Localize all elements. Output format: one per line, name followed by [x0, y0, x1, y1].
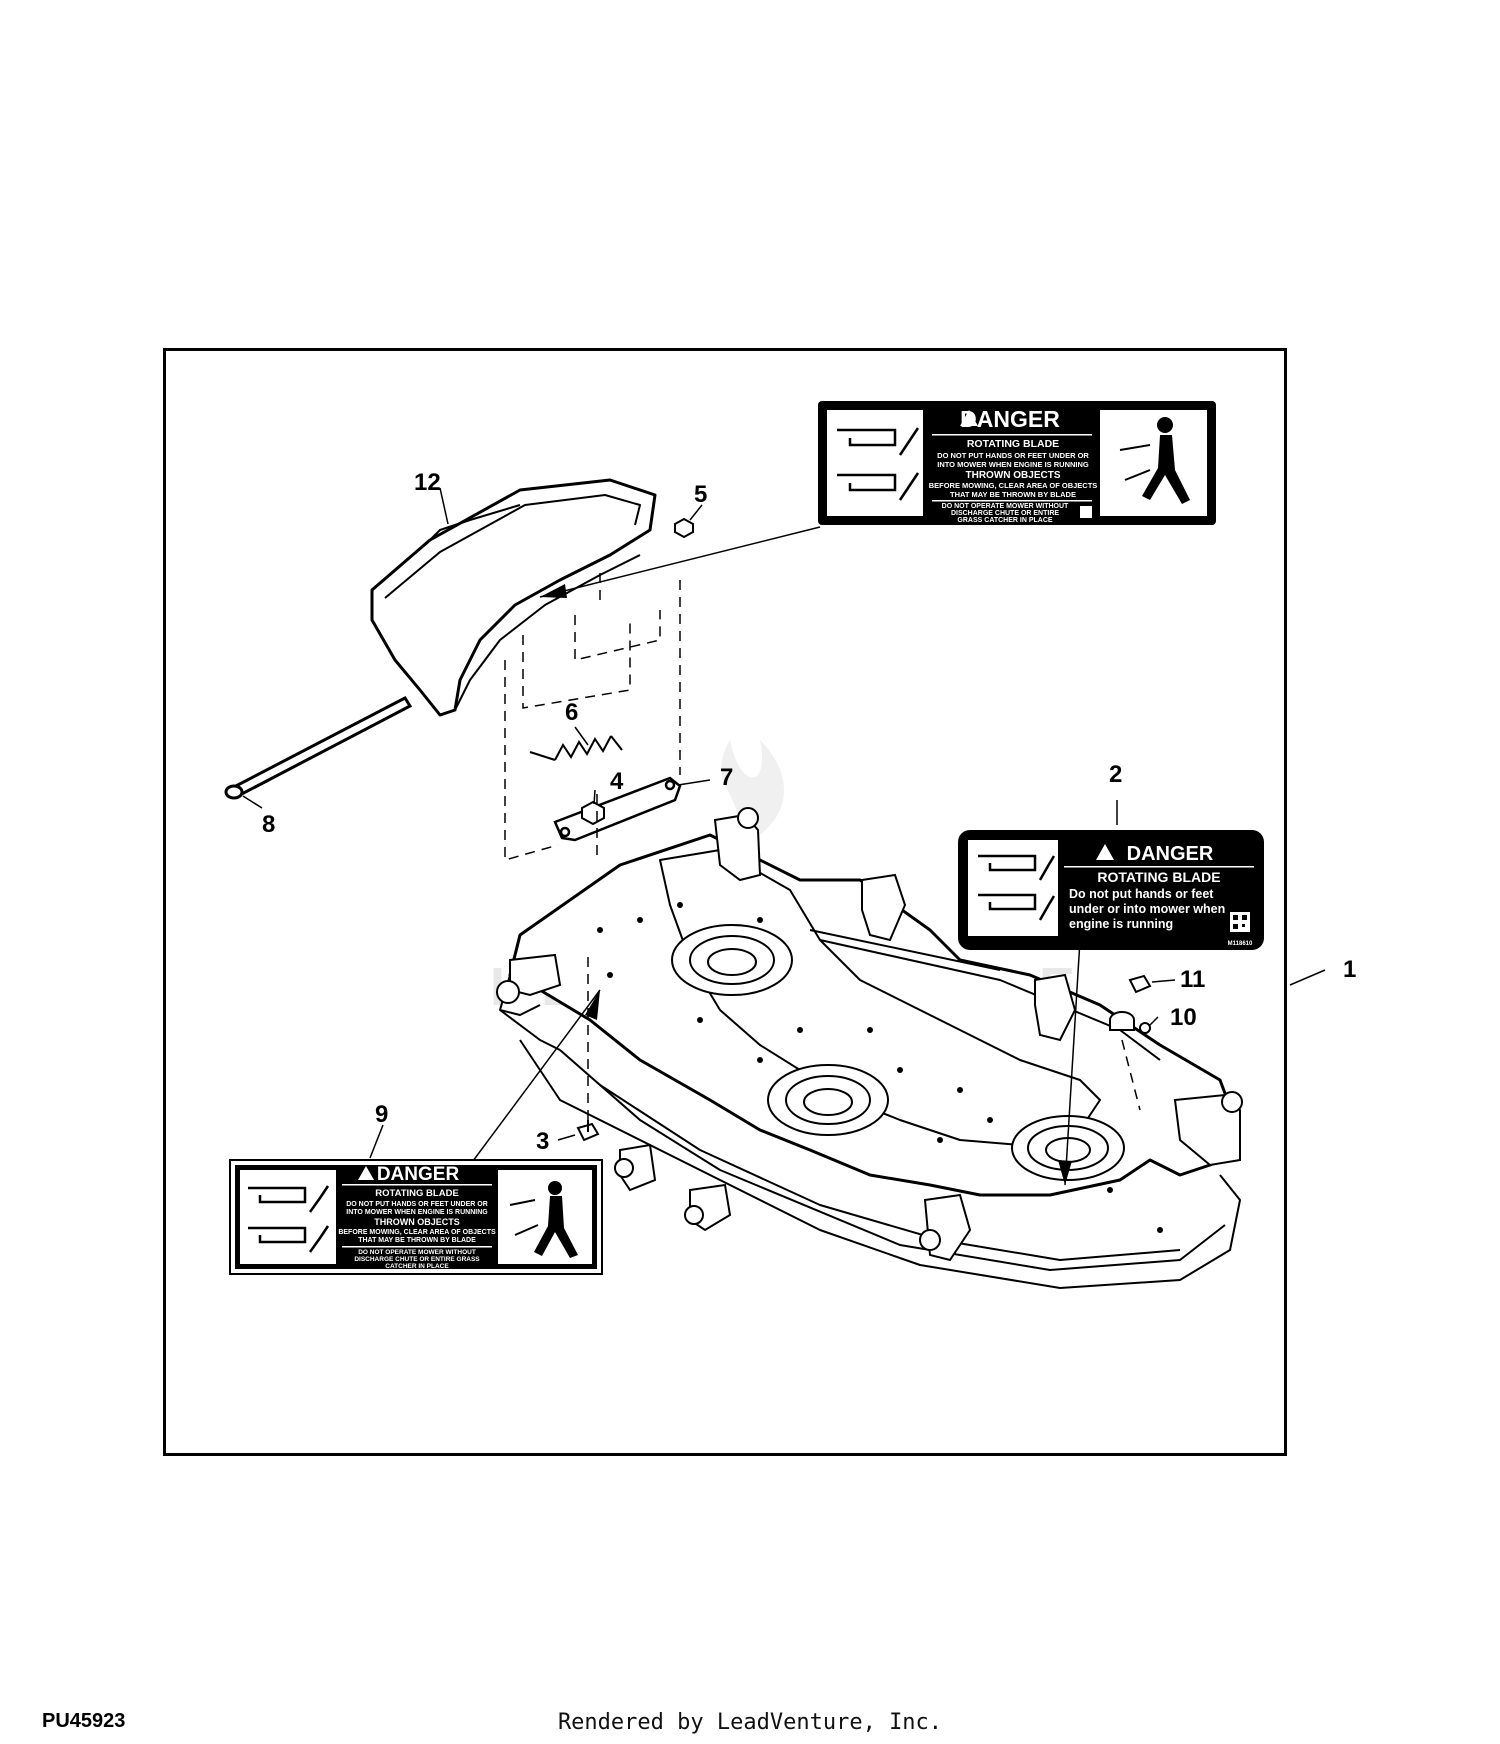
svg-text:ROTATING BLADE: ROTATING BLADE: [1097, 869, 1220, 885]
nut-small: [674, 517, 694, 539]
footer-credit: Rendered by LeadVenture, Inc.: [557, 1710, 943, 1735]
warning-triangle-icon: [960, 410, 978, 426]
chute-rod: [224, 696, 413, 800]
bolt-11: [1128, 974, 1152, 994]
callout-6: 6: [565, 699, 578, 726]
callout-11: 11: [1180, 966, 1205, 993]
hand-blade-pictogram: [240, 1170, 336, 1264]
bolt: [576, 1120, 600, 1142]
warning-triangle-icon: [1096, 844, 1114, 860]
svg-text:INTO MOWER WHEN ENGINE IS RUNN: INTO MOWER WHEN ENGINE IS RUNNING: [937, 460, 1089, 469]
svg-text:DO NOT OPERATE MOWER WITHOUT: DO NOT OPERATE MOWER WITHOUT: [942, 503, 1069, 510]
spindle-center: [767, 1064, 889, 1136]
svg-text:THROWN OBJECTS: THROWN OBJECTS: [966, 470, 1061, 481]
svg-text:Do not put hands or feet: Do not put hands or feet: [1069, 887, 1214, 901]
hand-blade-pictogram: [827, 410, 923, 516]
spindle-left: [671, 924, 793, 996]
leader-arrows: [540, 584, 1072, 1185]
callout-4: 4: [610, 768, 624, 795]
danger-label-bottom: DANGER ROTATING BLADE DO NOT PUT HANDS O…: [229, 1159, 603, 1275]
figure-id: PU45923: [42, 1710, 126, 1732]
danger-header: DANGER: [377, 1164, 460, 1185]
svg-text:CATCHER IN PLACE: CATCHER IN PLACE: [385, 1263, 449, 1270]
callout-2: 2: [1109, 761, 1122, 788]
svg-text:THAT MAY BE THROWN BY BLADE: THAT MAY BE THROWN BY BLADE: [358, 1237, 476, 1244]
hand-blade-icon: [978, 854, 1056, 921]
assembly-lines: [504, 570, 1141, 1120]
svg-text:GRASS CATCHER IN PLACE: GRASS CATCHER IN PLACE: [957, 517, 1052, 524]
svg-text:engine is running: engine is running: [1069, 917, 1173, 931]
callout-1: 1: [1343, 956, 1356, 983]
danger-header: DANGER: [1127, 843, 1214, 865]
nut: [581, 800, 605, 826]
svg-text:M118610: M118610: [1228, 941, 1253, 947]
deck-brackets: [496, 807, 1243, 1262]
callout-12: 12: [414, 469, 441, 496]
callout-numbers: 1 2 3 4 5 6 7 8 9 10 11 12: [262, 469, 1356, 1155]
person-hit-icon: [509, 1181, 578, 1258]
svg-text:BEFORE MOWING, CLEAR AREA OF O: BEFORE MOWING, CLEAR AREA OF OBJECTS: [929, 481, 1098, 490]
discharge-chute: [370, 478, 657, 717]
callout-7: 7: [720, 764, 733, 791]
spacer-10: [1109, 1011, 1151, 1034]
svg-text:DO NOT OPERATE MOWER WITHOUT: DO NOT OPERATE MOWER WITHOUT: [358, 1249, 476, 1256]
svg-text:DO NOT PUT HANDS OR FEET UNDER: DO NOT PUT HANDS OR FEET UNDER OR: [937, 451, 1089, 460]
svg-text:INTO MOWER WHEN ENGINE IS RUNN: INTO MOWER WHEN ENGINE IS RUNNING: [346, 1209, 488, 1216]
callout-10: 10: [1170, 1004, 1197, 1031]
danger-label-middle: DANGER ROTATING BLADE Do not put hands o…: [958, 830, 1264, 950]
callout-8: 8: [262, 811, 275, 838]
callout-9: 9: [375, 1101, 388, 1128]
mower-deck: [499, 833, 1241, 1289]
torsion-spring: [529, 735, 623, 761]
danger-label-top: DANGER ROTATING BLADE DO NOT PUT HANDS O…: [818, 401, 1216, 525]
svg-text:ROTATING BLADE: ROTATING BLADE: [967, 438, 1059, 450]
chute-bracket: [553, 776, 682, 842]
leader-lines: [242, 487, 1326, 1186]
thrown-objects-pictogram: [1100, 410, 1207, 516]
hand-blade-icon: [248, 1185, 330, 1253]
diagram-frame: [163, 348, 1287, 1456]
watermark-flame-icon: [721, 740, 784, 850]
svg-text:DISCHARGE CHUTE OR ENTIRE: DISCHARGE CHUTE OR ENTIRE: [951, 510, 1059, 517]
deck-holes: [597, 902, 1163, 1233]
svg-text:DO NOT PUT HANDS OR FEET UNDER: DO NOT PUT HANDS OR FEET UNDER OR: [346, 1201, 488, 1208]
hand-blade-icon: [837, 427, 920, 501]
warning-triangle-icon: [358, 1166, 374, 1180]
svg-text:THAT MAY BE THROWN BY BLADE: THAT MAY BE THROWN BY BLADE: [950, 490, 1076, 499]
danger-header: DANGER: [960, 406, 1060, 432]
svg-text:THROWN OBJECTS: THROWN OBJECTS: [374, 1217, 460, 1227]
svg-text:under or into mower when: under or into mower when: [1069, 902, 1225, 916]
person-hit-icon: [1119, 417, 1190, 504]
hand-blade-pictogram: [968, 840, 1058, 936]
svg-text:BEFORE MOWING, CLEAR AREA OF O: BEFORE MOWING, CLEAR AREA OF OBJECTS: [338, 1229, 496, 1236]
svg-text:ROTATING BLADE: ROTATING BLADE: [375, 1188, 459, 1199]
callout-5: 5: [694, 481, 707, 508]
callout-3: 3: [536, 1128, 549, 1155]
svg-text:DISCHARGE CHUTE OR ENTIRE GRAS: DISCHARGE CHUTE OR ENTIRE GRASS: [354, 1256, 480, 1263]
